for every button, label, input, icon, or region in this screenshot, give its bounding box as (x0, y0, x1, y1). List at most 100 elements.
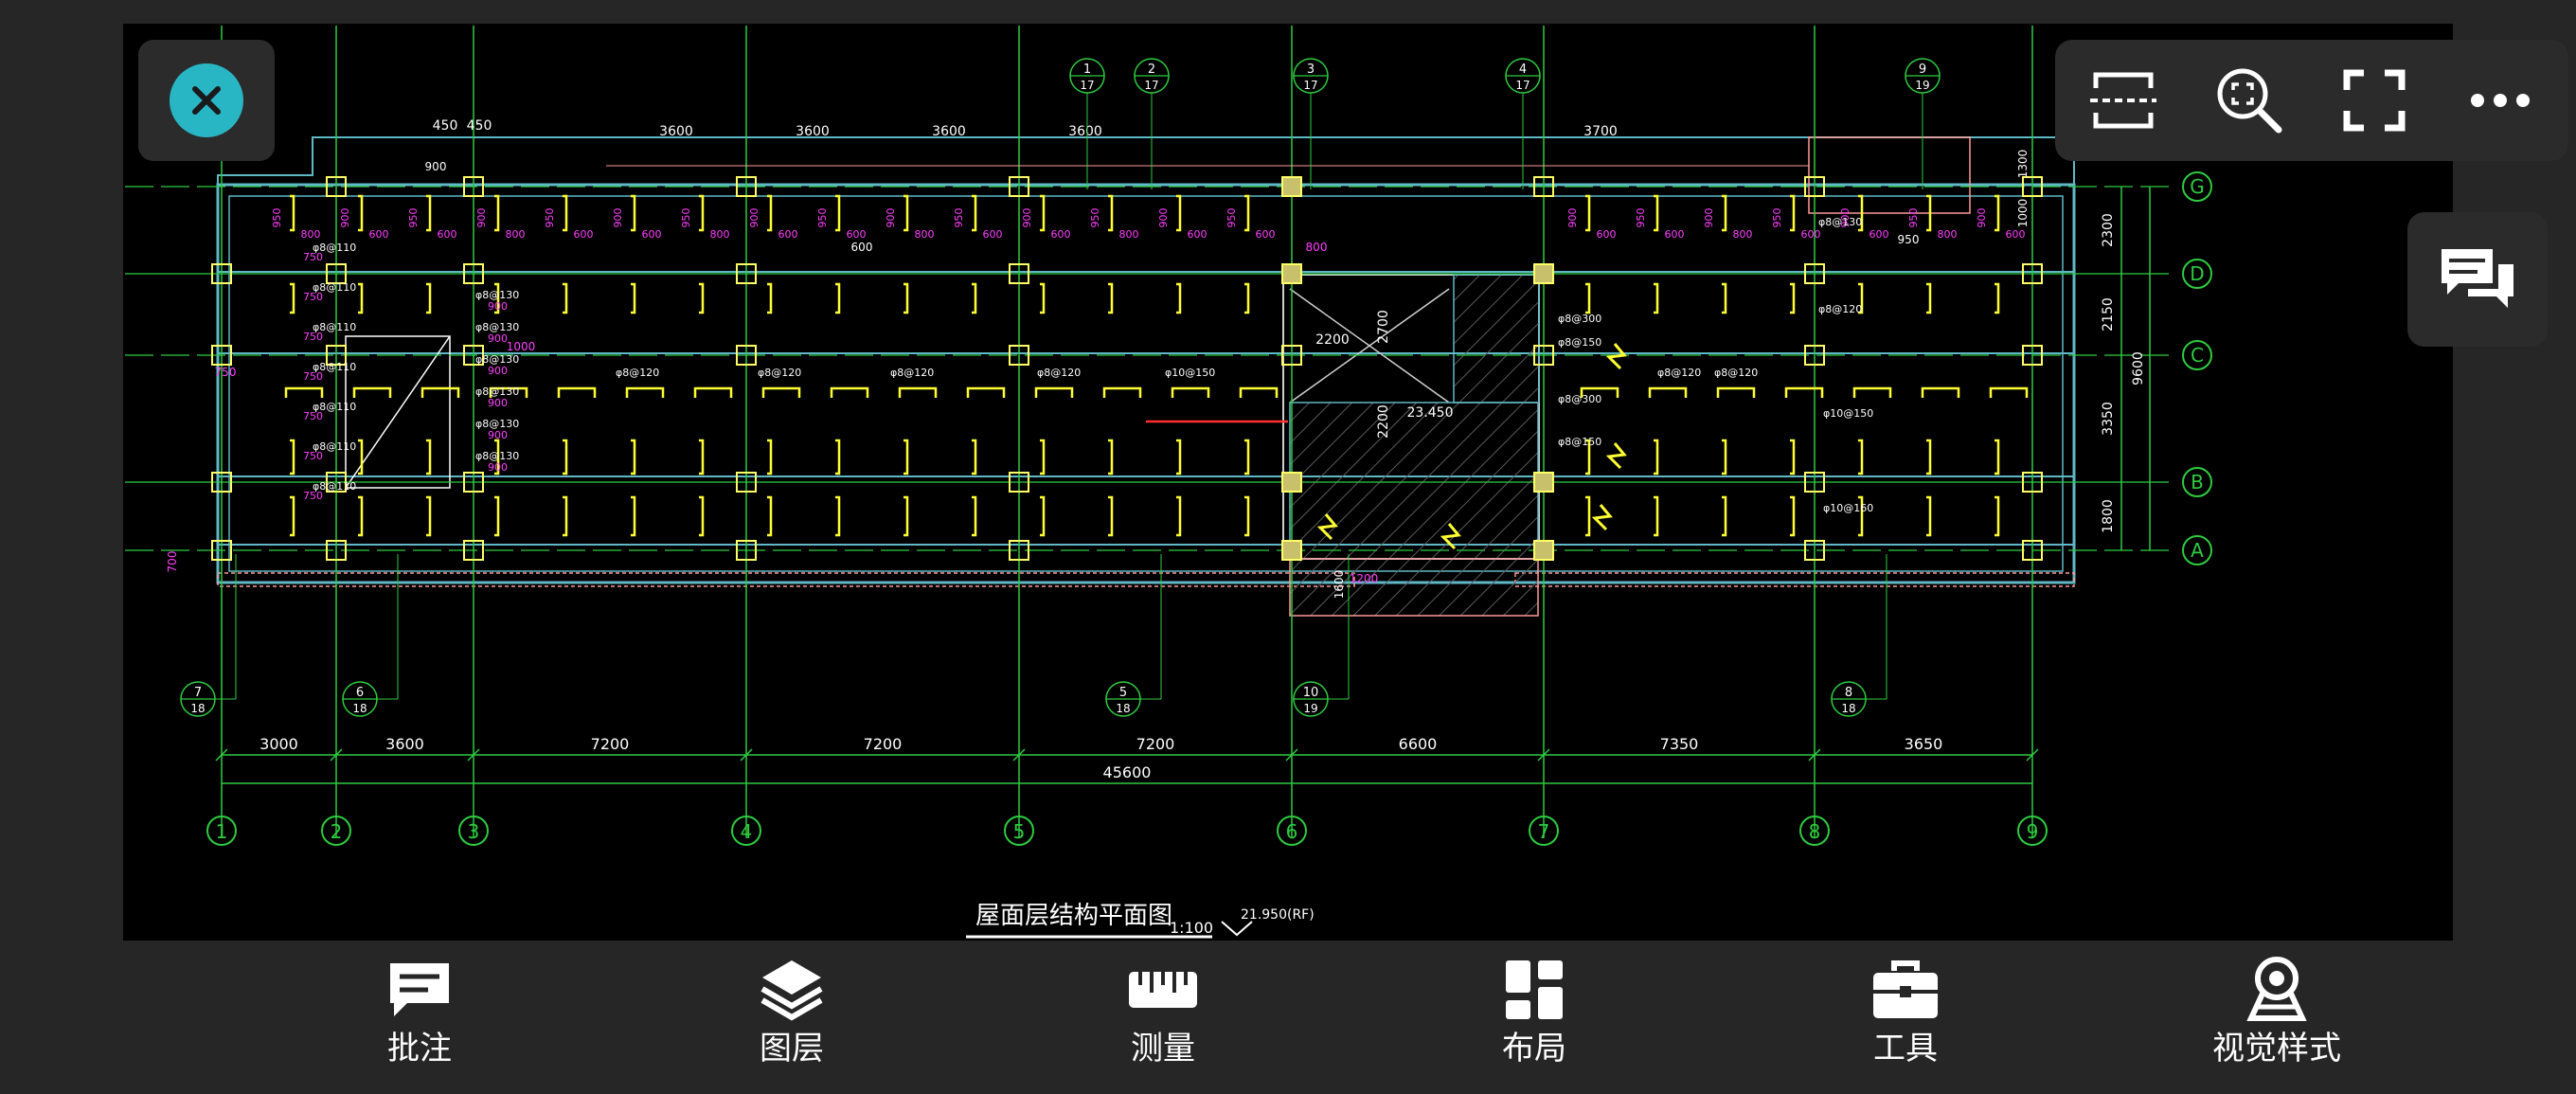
rebar-length: 750 (303, 370, 323, 383)
rebar-marks (284, 194, 2029, 550)
drawing-title: 屋面层结构平面图 (975, 902, 1172, 930)
structural-column (2022, 263, 2043, 284)
callout-number: 4 (1519, 63, 1527, 77)
misc-dimension: 1000 (2016, 199, 2030, 228)
tab-annotation[interactable]: 批注 (325, 956, 514, 1081)
dim-tick (1537, 748, 1550, 762)
rebar-mark (358, 495, 364, 537)
rebar-mark (557, 386, 597, 398)
grid-bubble (458, 816, 489, 846)
rebar-length: 600 (778, 228, 798, 241)
grid-bubble (2182, 340, 2212, 370)
rebar-mark (1585, 194, 1591, 232)
structural-column (2022, 540, 2043, 561)
rebar-length: 600 (1665, 228, 1685, 241)
tab-layout-label: 布局 (1502, 1030, 1566, 1067)
grid-bubble (2182, 259, 2212, 289)
rebar-mark (1784, 386, 1824, 398)
structural-column (326, 176, 347, 197)
rebar-spec: φ8@110 (313, 361, 356, 373)
zoom-fit-button[interactable] (2197, 48, 2301, 152)
rebar-spec: φ8@110 (313, 321, 356, 333)
rebar-length: 600 (1256, 228, 1276, 241)
callout-sheet: 18 (1841, 702, 1855, 715)
rebar-mark (1176, 495, 1182, 537)
rebar-length: 950 (1635, 208, 1647, 228)
comments-button[interactable] (2407, 212, 2548, 347)
rebar-mark (563, 439, 568, 475)
rebar-mark (1176, 439, 1182, 475)
rebar-length: 600 (642, 228, 662, 241)
visual-style-icon (2246, 957, 2307, 1021)
bay-dimension: 7200 (591, 735, 630, 753)
tab-measure[interactable]: 测量 (1068, 956, 1258, 1081)
layers-icon (760, 960, 823, 1021)
structural-column (463, 472, 484, 493)
tab-tools[interactable]: 工具 (1811, 956, 2000, 1081)
structural-column (326, 540, 347, 561)
rebar-mark (835, 495, 841, 537)
tab-visual-style[interactable]: 视觉样式 (2182, 956, 2371, 1081)
bay-dimension: 3600 (385, 735, 424, 753)
dim-tick (1012, 748, 1026, 762)
rebar-length: 600 (1869, 228, 1889, 241)
rebar-length: 600 (1801, 228, 1821, 241)
toolbox-icon (1873, 960, 1938, 1018)
rebar-length: 800 (710, 228, 730, 241)
callout-number: 5 (1119, 686, 1127, 700)
grid-label-row: G (2190, 175, 2205, 198)
rebar-mark (835, 439, 841, 475)
bay-dimension: 3000 (259, 735, 298, 753)
grid-label-col: 1 (216, 820, 228, 843)
misc-dimension: 700 (166, 551, 179, 573)
grid-label-row: D (2190, 262, 2204, 285)
rebar-mark (699, 282, 705, 314)
rebar-spec: φ8@150 (1558, 436, 1601, 448)
rebar-length: 950 (1771, 208, 1783, 228)
structural-column-core (1281, 540, 1302, 561)
structural-column (2022, 472, 2043, 493)
rebar-spec: φ8@150 (1558, 336, 1601, 349)
misc-dimension: 1300 (2016, 150, 2030, 179)
rebar-mark (898, 386, 938, 398)
tab-layers[interactable]: 图层 (697, 956, 886, 1081)
dim-tick (1285, 748, 1298, 762)
fullscreen-button[interactable] (2322, 48, 2426, 152)
rebar-length: 750 (303, 291, 323, 303)
callout-sheet: 19 (1915, 79, 1929, 92)
rebar-mark (1722, 495, 1727, 537)
building-outline (216, 136, 2076, 617)
rebar-spec: φ8@120 (1657, 367, 1701, 379)
grid-label-col: 3 (468, 820, 480, 843)
rebar-mark (494, 495, 500, 537)
section-button[interactable] (2071, 48, 2175, 152)
close-button[interactable] (138, 40, 275, 161)
rebar-spec: φ8@120 (616, 367, 659, 379)
more-button[interactable] (2448, 48, 2552, 152)
structural-column (1009, 345, 1029, 366)
grid-label-col: 8 (1809, 820, 1821, 843)
rebar-mark (290, 495, 295, 537)
rebar-mark (1790, 495, 1796, 537)
callout-number: 6 (356, 686, 364, 700)
rebar-length: 800 (1733, 228, 1753, 241)
rebar-length: 950 (407, 208, 420, 228)
misc-dimension: 800 (1306, 241, 1328, 254)
rebar-mark (767, 495, 773, 537)
grid-bubble (2182, 535, 2212, 565)
top-dimension: 3600 (1068, 124, 1102, 139)
tab-layout[interactable]: 布局 (1440, 956, 1629, 1081)
rebar-mark (1654, 495, 1659, 537)
core-dimension: 2700 (1376, 310, 1391, 344)
more-icon (2470, 94, 2530, 107)
rebar-mark (966, 386, 1006, 398)
grid-label-col: 6 (1286, 820, 1298, 843)
grid-bubble (1799, 816, 1830, 846)
top-dimension: 3600 (932, 124, 966, 139)
rebar-mark (358, 194, 364, 232)
rebar-length: 750 (303, 450, 323, 462)
rebar-length: 900 (1839, 208, 1852, 228)
